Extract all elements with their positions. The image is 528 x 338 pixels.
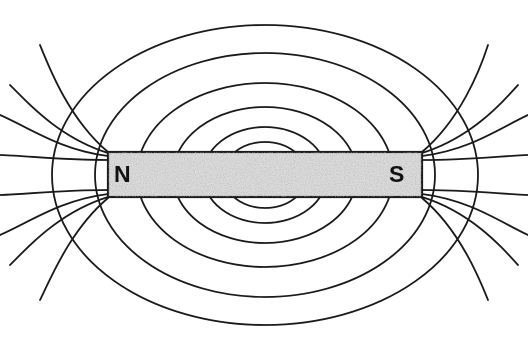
field-line bbox=[422, 45, 488, 152]
field-line bbox=[422, 190, 528, 195]
bar-magnet bbox=[108, 152, 422, 197]
magnet-texture bbox=[108, 152, 422, 197]
field-line bbox=[422, 198, 488, 300]
field-line bbox=[40, 198, 108, 300]
north-pole-label: N bbox=[114, 163, 131, 186]
field-line bbox=[422, 155, 528, 160]
south-pole-label: S bbox=[389, 163, 404, 186]
field-line bbox=[40, 45, 108, 152]
